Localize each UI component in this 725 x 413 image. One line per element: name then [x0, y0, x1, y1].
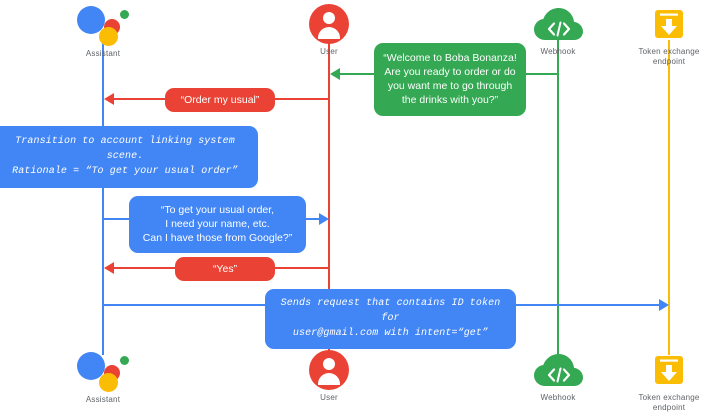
actor-label-webhook-top: Webhook — [540, 47, 576, 56]
actor-assistant-bottom: Assistant — [43, 350, 163, 405]
user-avatar-icon — [309, 4, 349, 44]
actor-label-token-bottom: Token exchange endpoint — [638, 393, 700, 412]
message-yes: “Yes” — [175, 257, 275, 281]
google-assistant-icon — [75, 350, 131, 392]
arrow-needinfo-head — [319, 213, 329, 225]
arrow-welcome-head — [330, 68, 340, 80]
actor-user-bottom: User — [269, 350, 389, 403]
lifeline-token — [668, 40, 670, 355]
actor-label-token-top: Token exchange endpoint — [638, 47, 700, 66]
cloud-code-icon — [531, 4, 585, 44]
arrow-yes-head — [104, 262, 114, 274]
actor-token-bottom: Token exchange endpoint — [609, 350, 725, 413]
cloud-code-icon — [531, 350, 585, 390]
arrow-sends-head — [659, 299, 669, 311]
actor-label-assistant-top: Assistant — [85, 49, 121, 58]
arrow-order-head — [104, 93, 114, 105]
lifeline-webhook — [557, 40, 559, 355]
actor-label-assistant-bottom: Assistant — [85, 395, 121, 404]
lifeline-user — [328, 40, 330, 355]
actor-token-top: Token exchange endpoint — [609, 4, 725, 67]
message-need-info: “To get your usual order, I need your na… — [129, 196, 306, 253]
download-box-icon — [649, 350, 689, 390]
actor-assistant-top: Assistant — [43, 4, 163, 59]
message-welcome: “Welcome to Boba Bonanza! Are you ready … — [374, 43, 526, 116]
message-transition: Transition to account linking system sce… — [0, 126, 258, 188]
google-assistant-icon — [75, 4, 131, 46]
actor-user-top: User — [269, 4, 389, 57]
actor-label-webhook-bottom: Webhook — [540, 393, 576, 402]
message-order-my-usual: “Order my usual” — [165, 88, 275, 112]
download-box-icon — [649, 4, 689, 44]
actor-label-user-top: User — [320, 47, 338, 56]
lifeline-assistant — [102, 40, 104, 355]
actor-webhook-bottom: Webhook — [498, 350, 618, 403]
actor-label-user-bottom: User — [320, 393, 338, 402]
user-avatar-icon — [309, 350, 349, 390]
message-sends-request: Sends request that contains ID token for… — [265, 289, 516, 349]
actor-webhook-top: Webhook — [498, 4, 618, 57]
